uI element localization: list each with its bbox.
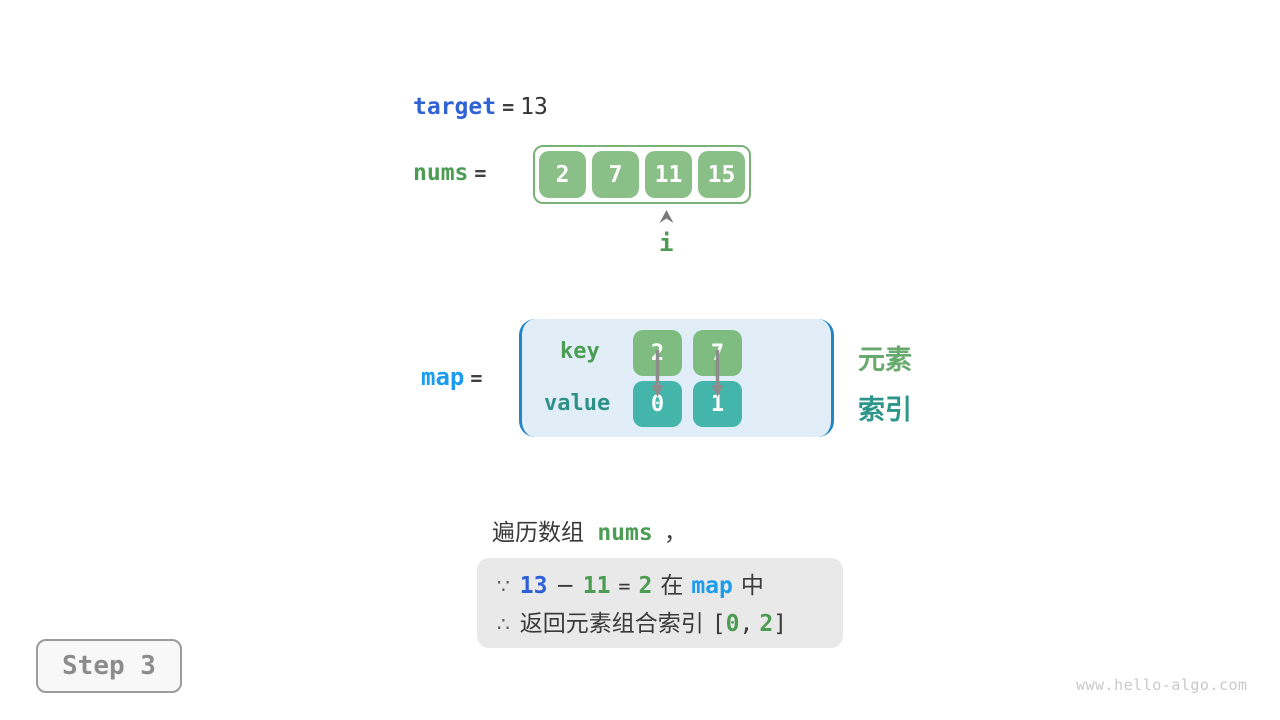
map-row-label: map= xyxy=(421,363,488,391)
nums-array-cell: 2 xyxy=(539,151,586,198)
target-variable-name: target xyxy=(413,94,497,120)
caption-row: 遍历数组 nums ， xyxy=(492,513,687,547)
nums-array-cell: 15 xyxy=(698,151,745,198)
caption-nums-code: nums xyxy=(597,520,653,546)
subtrahend-value: 11 xyxy=(582,573,611,599)
bracket-close: ] xyxy=(773,611,788,637)
equals-sign: = xyxy=(618,574,631,598)
caption-comma: ， xyxy=(664,520,688,546)
value-annotation: 索引 xyxy=(858,395,912,426)
step-badge: Step 3 xyxy=(36,639,182,693)
map-value-label: value xyxy=(544,391,611,416)
index-pointer-arrow-icon xyxy=(659,210,674,223)
target-row: target=13 xyxy=(413,94,548,120)
map-value-cell: 0 xyxy=(633,381,682,427)
nums-array-cell: 7 xyxy=(592,151,639,198)
nums-equals-sign: = xyxy=(474,161,487,185)
minus-sign: − xyxy=(555,573,575,599)
key-to-value-arrow-icon xyxy=(711,350,724,397)
bracket-open: [ xyxy=(711,611,726,637)
target-equals-sign: = xyxy=(502,95,515,119)
nums-variable-name: nums xyxy=(413,160,469,186)
in-text: 在 xyxy=(660,573,684,599)
result-index-b: 2 xyxy=(759,611,774,637)
map-key-label: key xyxy=(560,339,600,364)
target-value: 13 xyxy=(520,94,548,120)
caption-prefix: 遍历数组 xyxy=(492,520,584,546)
key-to-value-arrow-icon xyxy=(651,350,664,397)
difference-value: 2 xyxy=(638,573,653,599)
step-badge-label: Step 3 xyxy=(62,651,156,681)
therefore-symbol: ∴ xyxy=(497,612,510,636)
result-text: 返回元素组合索引 xyxy=(519,611,704,637)
nums-array: 2 7 11 15 xyxy=(533,145,751,204)
in-suffix-text: 中 xyxy=(740,573,764,599)
index-pointer-label: i xyxy=(659,229,674,257)
result-index-a: 0 xyxy=(725,611,740,637)
because-symbol: ∵ xyxy=(497,574,510,598)
site-watermark: www.hello-algo.com xyxy=(1076,676,1248,694)
nums-array-cell: 11 xyxy=(645,151,692,198)
result-comma: , xyxy=(739,611,754,637)
map-code-ref: map xyxy=(691,573,733,599)
nums-row-label: nums= xyxy=(413,160,492,186)
map-variable-name: map xyxy=(421,363,465,391)
conclusion-line-therefore: ∴ 返回元素组合索引 [0,2] xyxy=(497,607,843,645)
map-equals-sign: = xyxy=(470,366,483,390)
minuend-value: 13 xyxy=(519,573,548,599)
key-annotation: 元素 xyxy=(858,345,912,376)
